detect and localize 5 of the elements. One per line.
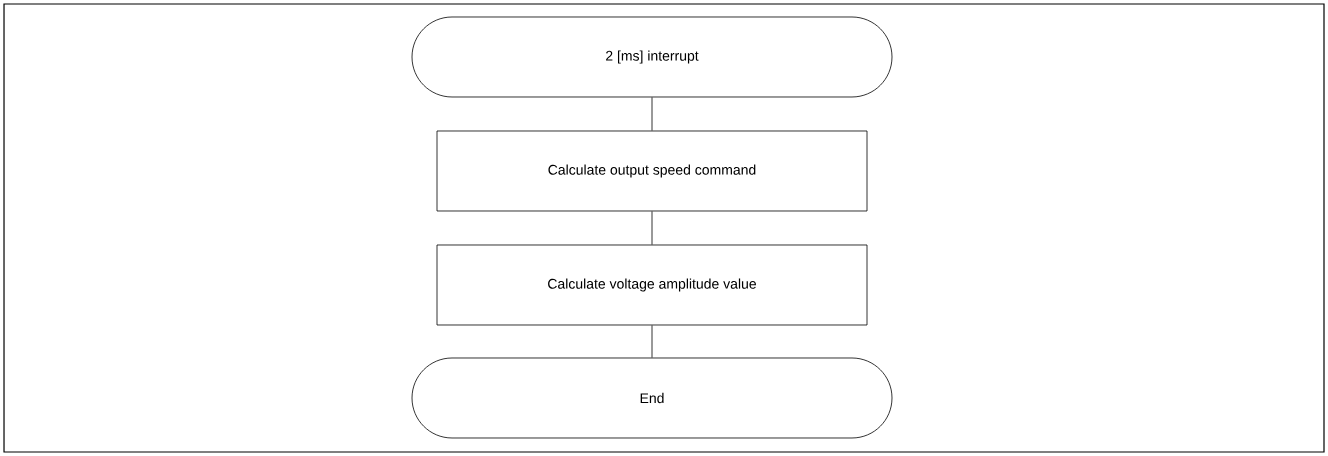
process-box: Calculate output speed command [436, 130, 868, 212]
process-box: Calculate voltage amplitude value [436, 244, 868, 326]
connector-line [651, 97, 653, 131]
connector-line [651, 325, 653, 358]
connector-line [651, 211, 653, 245]
